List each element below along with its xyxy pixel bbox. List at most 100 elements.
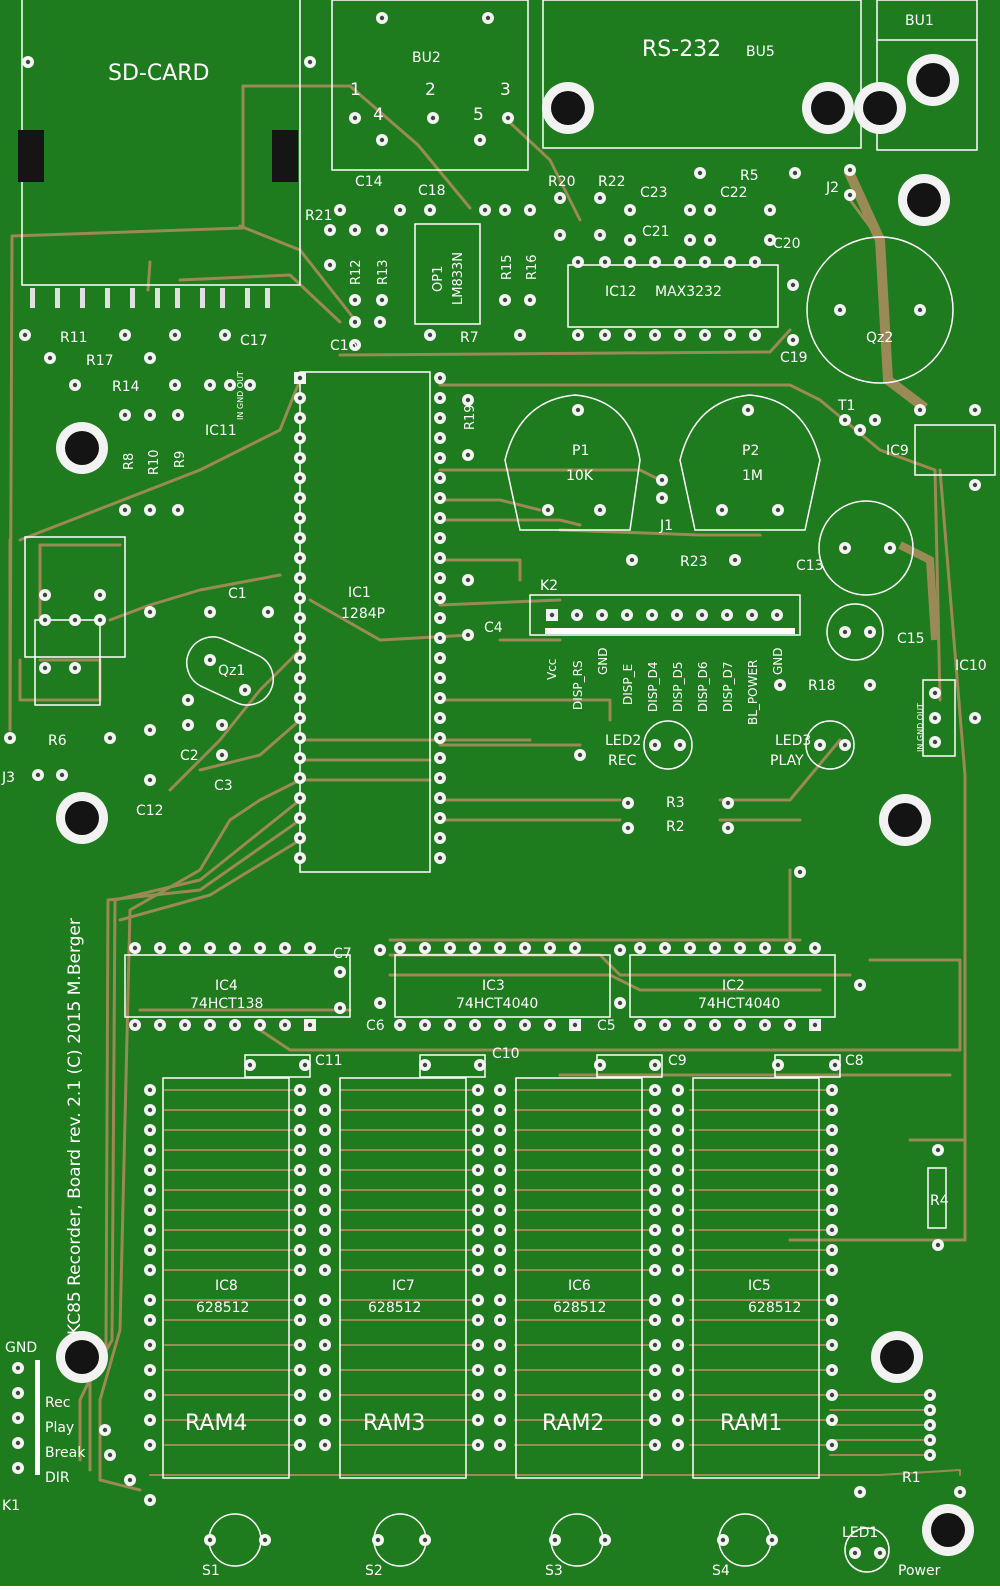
label-c23: C23 xyxy=(640,185,668,201)
label-ram3: RAM3 xyxy=(363,1411,425,1436)
label-ic8: IC8 xyxy=(215,1278,238,1294)
label-disp-d6: DISP_D6 xyxy=(696,661,710,712)
label-ram2: RAM2 xyxy=(542,1411,604,1436)
label-led2: LED2 xyxy=(605,733,641,749)
label-r23: R23 xyxy=(680,554,708,570)
label-rec: Rec xyxy=(45,1395,70,1411)
power-trace xyxy=(843,167,929,412)
label-c2: C2 xyxy=(180,748,199,764)
label-dir: DIR xyxy=(45,1470,70,1486)
label-c16: C16 xyxy=(330,338,358,354)
label-r18: R18 xyxy=(808,678,836,694)
label-s2: S2 xyxy=(365,1563,383,1579)
label-gnd-k1: GND xyxy=(5,1340,37,1356)
label-c9: C9 xyxy=(668,1053,687,1069)
label-c8: C8 xyxy=(845,1053,864,1069)
label-r4: R4 xyxy=(930,1193,949,1209)
label-ic2: IC2 xyxy=(722,978,745,994)
label-break: Break xyxy=(45,1445,86,1461)
k1-bar xyxy=(35,1360,40,1475)
label-ic5: IC5 xyxy=(748,1278,771,1294)
label-ic5-value: 628512 xyxy=(748,1300,801,1316)
sd-contacts xyxy=(30,288,270,308)
label-r2: R2 xyxy=(666,819,685,835)
label-r16: R16 xyxy=(525,254,540,280)
label-c18: C18 xyxy=(418,183,446,199)
label-gnd-k2: GND xyxy=(596,647,610,675)
label-ic10: IC10 xyxy=(955,658,987,674)
copper-traces xyxy=(8,84,967,1492)
label-s1: S1 xyxy=(202,1563,220,1579)
label-bu1: BU1 xyxy=(905,13,934,29)
label-r1: R1 xyxy=(902,1470,921,1486)
label-ic3: IC3 xyxy=(482,978,505,994)
label-t1: T1 xyxy=(837,398,855,414)
label-bu5: BU5 xyxy=(746,44,775,60)
labels: SD-CARD RS-232 BU1 BU2 BU5 1 2 3 4 5 C14… xyxy=(1,13,987,1579)
label-disp-rs: DISP_RS xyxy=(571,660,585,710)
label-r7: R7 xyxy=(460,330,479,346)
label-r12: R12 xyxy=(349,259,364,285)
label-max3232: MAX3232 xyxy=(655,284,722,300)
label-play-led: PLAY xyxy=(770,753,804,769)
label-r11: R11 xyxy=(60,330,88,346)
label-ram1: RAM1 xyxy=(720,1411,782,1436)
label-j3: J3 xyxy=(1,770,15,786)
label-c7: C7 xyxy=(333,946,352,962)
label-j1: J1 xyxy=(659,518,673,534)
label-ic7-value: 628512 xyxy=(368,1300,421,1316)
label-vcc: Vcc xyxy=(545,659,559,680)
label-ic4: IC4 xyxy=(215,978,238,994)
label-c19: C19 xyxy=(780,350,808,366)
label-ram4: RAM4 xyxy=(185,1411,247,1436)
label-ic11: IC11 xyxy=(205,423,237,439)
label-c17: C17 xyxy=(240,333,268,349)
label-c22: C22 xyxy=(720,185,748,201)
label-r10: R10 xyxy=(147,449,162,475)
label-ic2-value: 74HCT4040 xyxy=(698,996,780,1012)
label-r19: R19 xyxy=(463,404,478,430)
label-sdcard: SD-CARD xyxy=(108,61,209,86)
label-power: Power xyxy=(898,1563,941,1579)
label-r21: R21 xyxy=(305,208,333,224)
label-ic1: IC1 xyxy=(348,585,371,601)
label-op1: OP1 xyxy=(431,266,446,292)
label-r13: R13 xyxy=(376,259,391,285)
label-c12: C12 xyxy=(136,803,164,819)
label-bu2: BU2 xyxy=(412,50,441,66)
label-pin2: 2 xyxy=(425,80,436,100)
label-c4: C4 xyxy=(484,620,503,636)
label-p1: P1 xyxy=(572,443,589,459)
label-rec-led: REC xyxy=(608,753,637,769)
label-k2: K2 xyxy=(540,578,558,594)
label-r14: R14 xyxy=(112,379,140,395)
label-led1: LED1 xyxy=(842,1525,878,1541)
label-c21: C21 xyxy=(642,224,670,240)
label-pin4: 4 xyxy=(373,105,384,125)
label-disp-d5: DISP_D5 xyxy=(671,661,685,712)
silkscreen xyxy=(18,0,996,1573)
label-c20: C20 xyxy=(773,236,801,252)
label-disp-d7: DISP_D7 xyxy=(721,661,735,712)
label-pin1: 1 xyxy=(350,80,361,100)
label-ic3-value: 74HCT4040 xyxy=(456,996,538,1012)
label-r17: R17 xyxy=(86,353,114,369)
label-s3: S3 xyxy=(545,1563,563,1579)
label-rs232: RS-232 xyxy=(642,37,721,62)
label-k1: K1 xyxy=(2,1498,20,1514)
label-c11: C11 xyxy=(315,1053,343,1069)
label-ic6-value: 628512 xyxy=(553,1300,606,1316)
label-r15: R15 xyxy=(500,254,515,280)
label-s4: S4 xyxy=(712,1563,730,1579)
label-disp-d4: DISP_D4 xyxy=(646,661,660,712)
label-ic6: IC6 xyxy=(568,1278,591,1294)
label-r3: R3 xyxy=(666,795,685,811)
label-lm833n: LM833N xyxy=(451,252,466,305)
label-j2: J2 xyxy=(825,180,839,196)
label-c15: C15 xyxy=(897,631,925,647)
label-r6: R6 xyxy=(48,733,67,749)
label-r9: R9 xyxy=(173,451,188,468)
label-c6: C6 xyxy=(366,1018,385,1034)
label-c14: C14 xyxy=(355,174,383,190)
